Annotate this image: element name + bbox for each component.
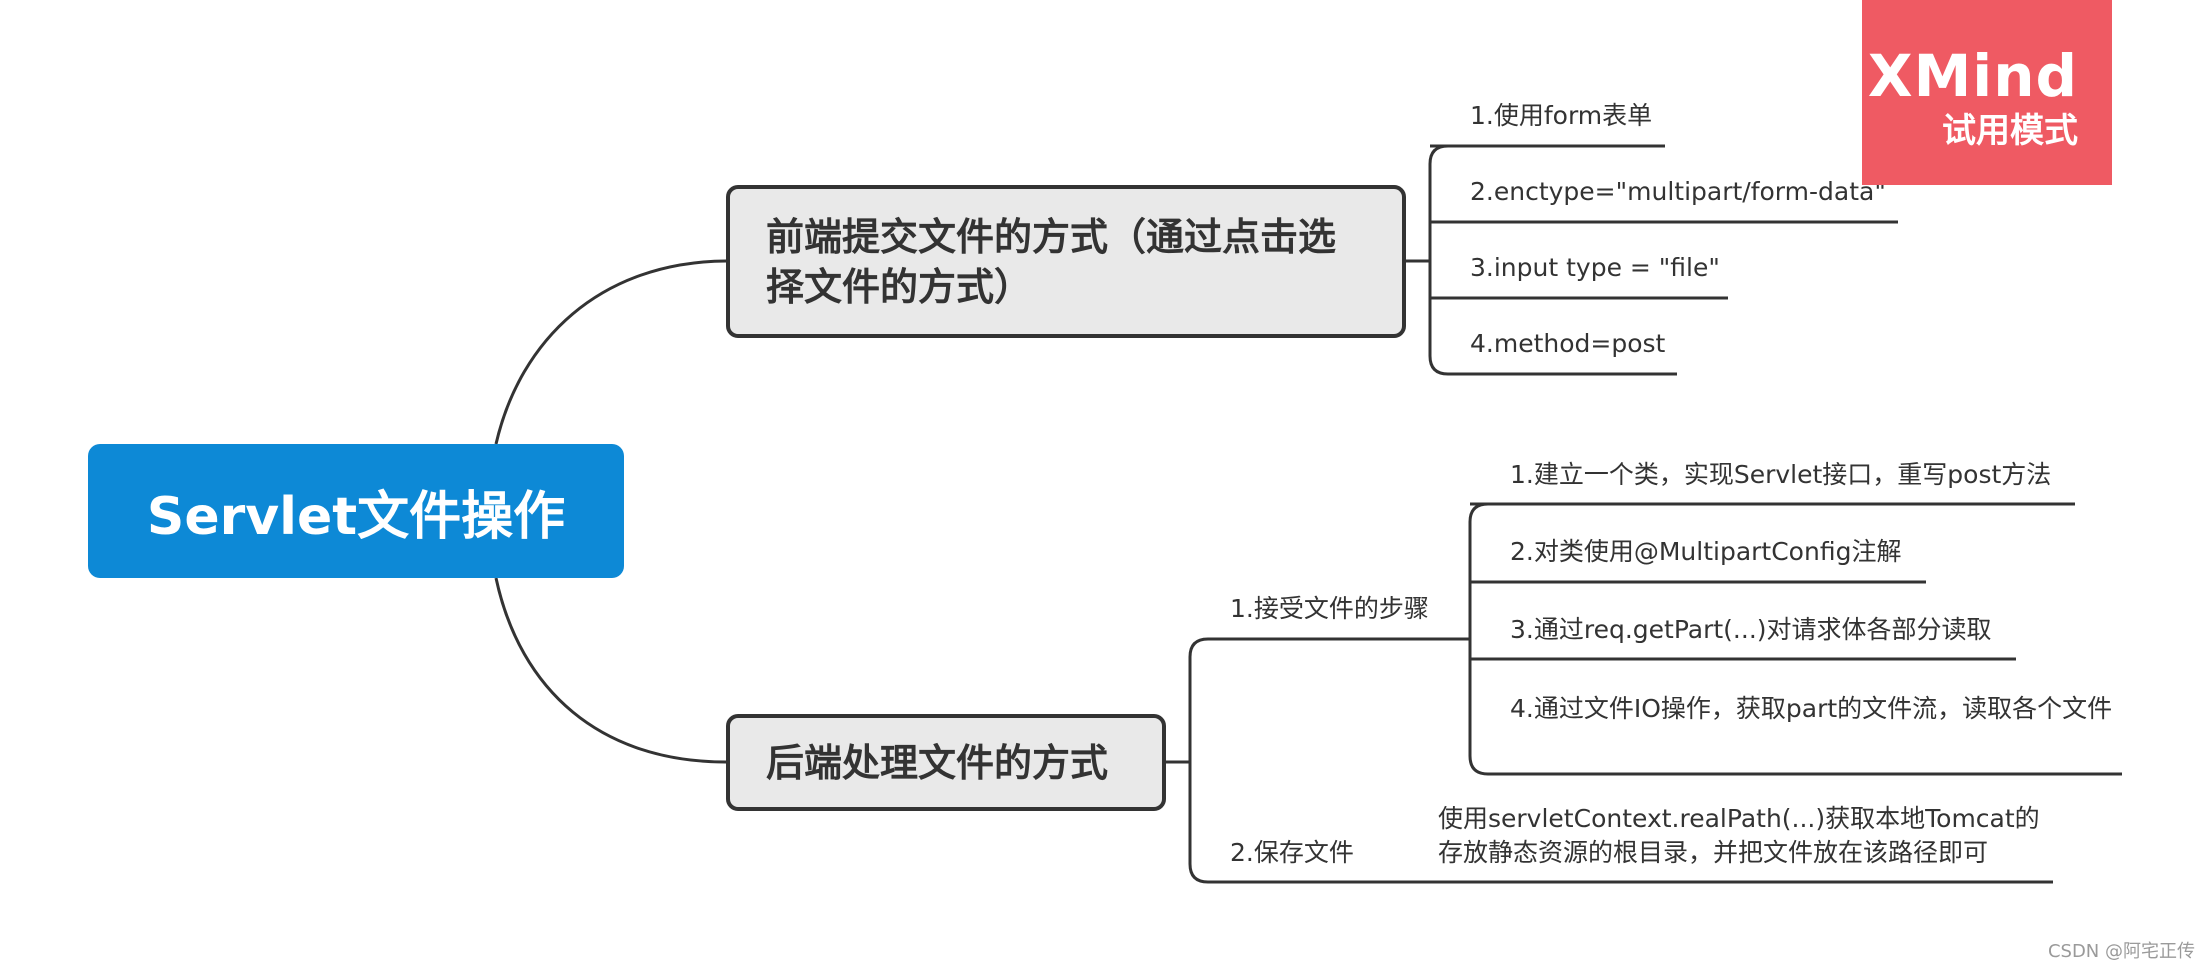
- leaf-step-3[interactable]: 3.通过req.getPart(...)对请求体各部分读取: [1510, 615, 1992, 644]
- topic-frontend-submit[interactable]: 前端提交文件的方式（通过点击选择文件的方式）: [726, 185, 1406, 338]
- leaf-input-type[interactable]: 3.input type = "file": [1470, 253, 1720, 282]
- subtopic-receive-steps[interactable]: 1.接受文件的步骤: [1230, 594, 1429, 623]
- subtopic-save-file[interactable]: 2.保存文件: [1230, 838, 1354, 867]
- leaf-enctype[interactable]: 2.enctype="multipart/form-data": [1470, 177, 1886, 206]
- connector-root-to-backend: [494, 577, 727, 764]
- leaf-use-form[interactable]: 1.使用form表单: [1470, 101, 1653, 130]
- connector-root-to-frontend: [494, 259, 727, 445]
- connector-backend-subtopics: [1208, 637, 2053, 884]
- connector-steps-bracket: [1468, 502, 1489, 776]
- leaf-step-1[interactable]: 1.建立一个类，实现Servlet接口，重写post方法: [1510, 460, 2052, 489]
- leaf-method-post[interactable]: 4.method=post: [1470, 329, 1666, 358]
- leaf-save-detail[interactable]: 使用servletContext.realPath(...)获取本地Tomcat…: [1438, 804, 2040, 867]
- xmind-trial-badge: XMind 试用模式: [1862, 0, 2112, 185]
- connector-frontend-leaves: [1430, 144, 1898, 376]
- root-topic[interactable]: Servlet文件操作: [88, 444, 624, 578]
- connector-frontend-bracket: [1406, 144, 1449, 376]
- leaf-step-2[interactable]: 2.对类使用@MultipartConfig注解: [1510, 537, 1902, 566]
- topic-backend-handle[interactable]: 后端处理文件的方式: [726, 714, 1166, 811]
- connector-backend-bracket: [1166, 637, 1209, 884]
- connector-steps-leaves: [1470, 502, 2122, 776]
- leaf-step-4[interactable]: 4.通过文件IO操作，获取part的文件流，读取各个文件: [1510, 694, 2113, 723]
- badge-title: XMind: [1867, 42, 2078, 110]
- watermark: CSDN @阿宅正传: [2047, 941, 2195, 962]
- badge-subtitle: 试用模式: [1942, 111, 2078, 151]
